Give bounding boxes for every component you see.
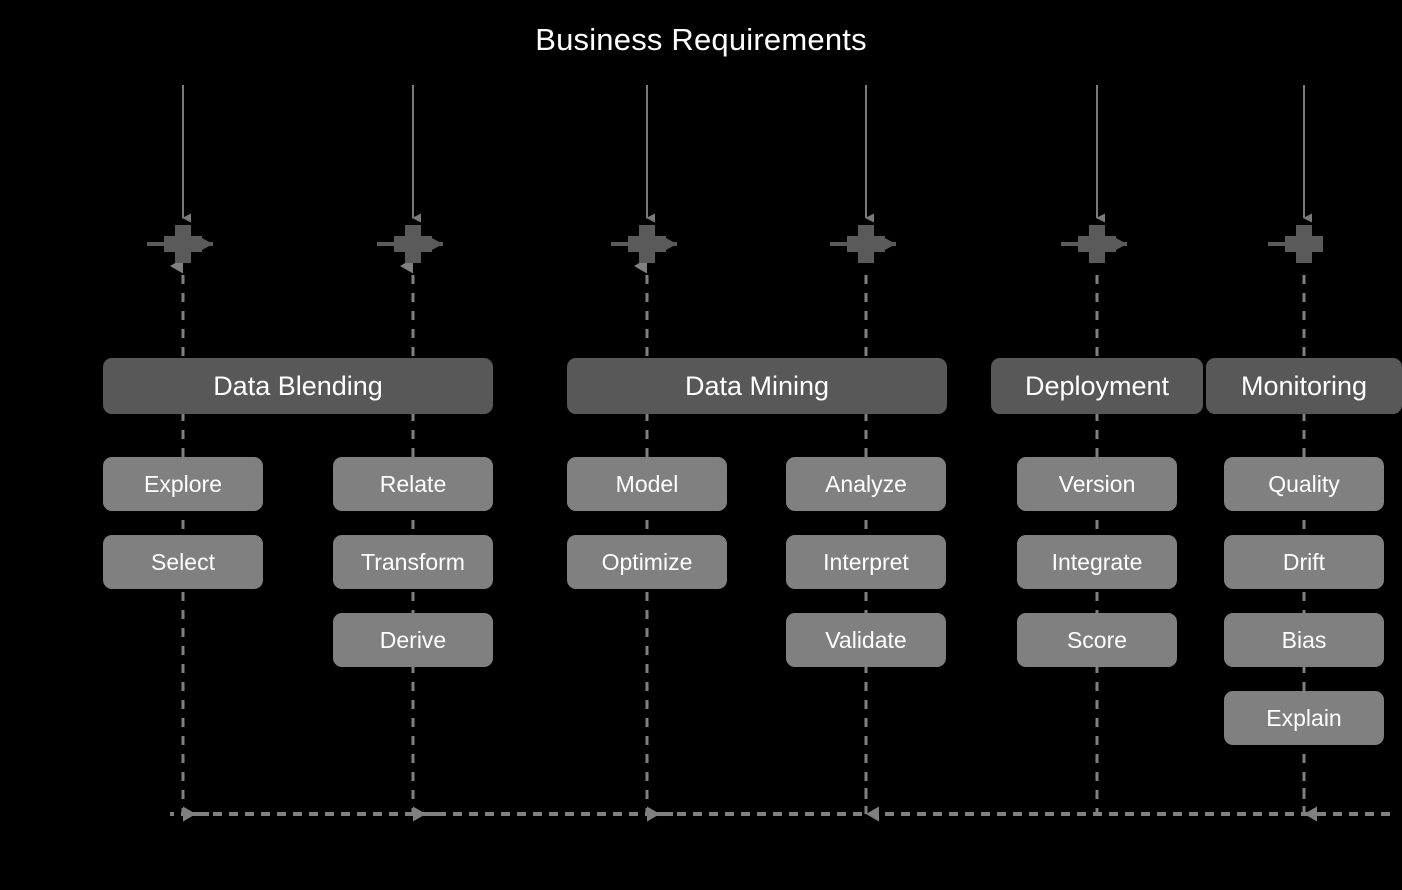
- task-box-integrate[interactable]: Integrate: [1017, 535, 1177, 589]
- column-dash-group: [181, 358, 1306, 814]
- node-horizontal-bar: [394, 236, 432, 252]
- node-horizontal-bar: [847, 236, 885, 252]
- task-box-bias[interactable]: Bias: [1224, 613, 1384, 667]
- task-box-derive[interactable]: Derive: [333, 613, 493, 667]
- task-box-quality[interactable]: Quality: [1224, 457, 1384, 511]
- node-horizontal-bar: [1285, 236, 1323, 252]
- process-node-icon-4[interactable]: [847, 225, 885, 263]
- task-box-transform[interactable]: Transform: [333, 535, 493, 589]
- node-horizontal-bar: [628, 236, 666, 252]
- uplink-group: [170, 258, 1306, 356]
- task-box-version[interactable]: Version: [1017, 457, 1177, 511]
- task-box-score[interactable]: Score: [1017, 613, 1177, 667]
- phase-header-deployment[interactable]: Deployment: [991, 358, 1203, 414]
- task-box-relate[interactable]: Relate: [333, 457, 493, 511]
- process-node-icon-3[interactable]: [628, 225, 666, 263]
- task-box-select[interactable]: Select: [103, 535, 263, 589]
- task-box-drift[interactable]: Drift: [1224, 535, 1384, 589]
- top-arrow-group: [182, 85, 1312, 223]
- feedback-loop-group: [170, 788, 1390, 822]
- task-box-optimize[interactable]: Optimize: [567, 535, 727, 589]
- task-box-interpret[interactable]: Interpret: [786, 535, 946, 589]
- task-box-model[interactable]: Model: [567, 457, 727, 511]
- process-node-icon-1[interactable]: [164, 225, 202, 263]
- node-horizontal-bar: [164, 236, 202, 252]
- phase-header-data-blending[interactable]: Data Blending: [103, 358, 493, 414]
- process-node-icon-2[interactable]: [394, 225, 432, 263]
- phase-header-monitoring[interactable]: Monitoring: [1206, 358, 1402, 414]
- process-node-icon-5[interactable]: [1078, 225, 1116, 263]
- phase-header-data-mining[interactable]: Data Mining: [567, 358, 947, 414]
- node-horizontal-bar: [1078, 236, 1116, 252]
- task-box-explore[interactable]: Explore: [103, 457, 263, 511]
- task-box-validate[interactable]: Validate: [786, 613, 946, 667]
- page-title: Business Requirements: [535, 22, 867, 57]
- task-box-explain[interactable]: Explain: [1224, 691, 1384, 745]
- process-node-icon-6[interactable]: [1285, 225, 1323, 263]
- task-box-analyze[interactable]: Analyze: [786, 457, 946, 511]
